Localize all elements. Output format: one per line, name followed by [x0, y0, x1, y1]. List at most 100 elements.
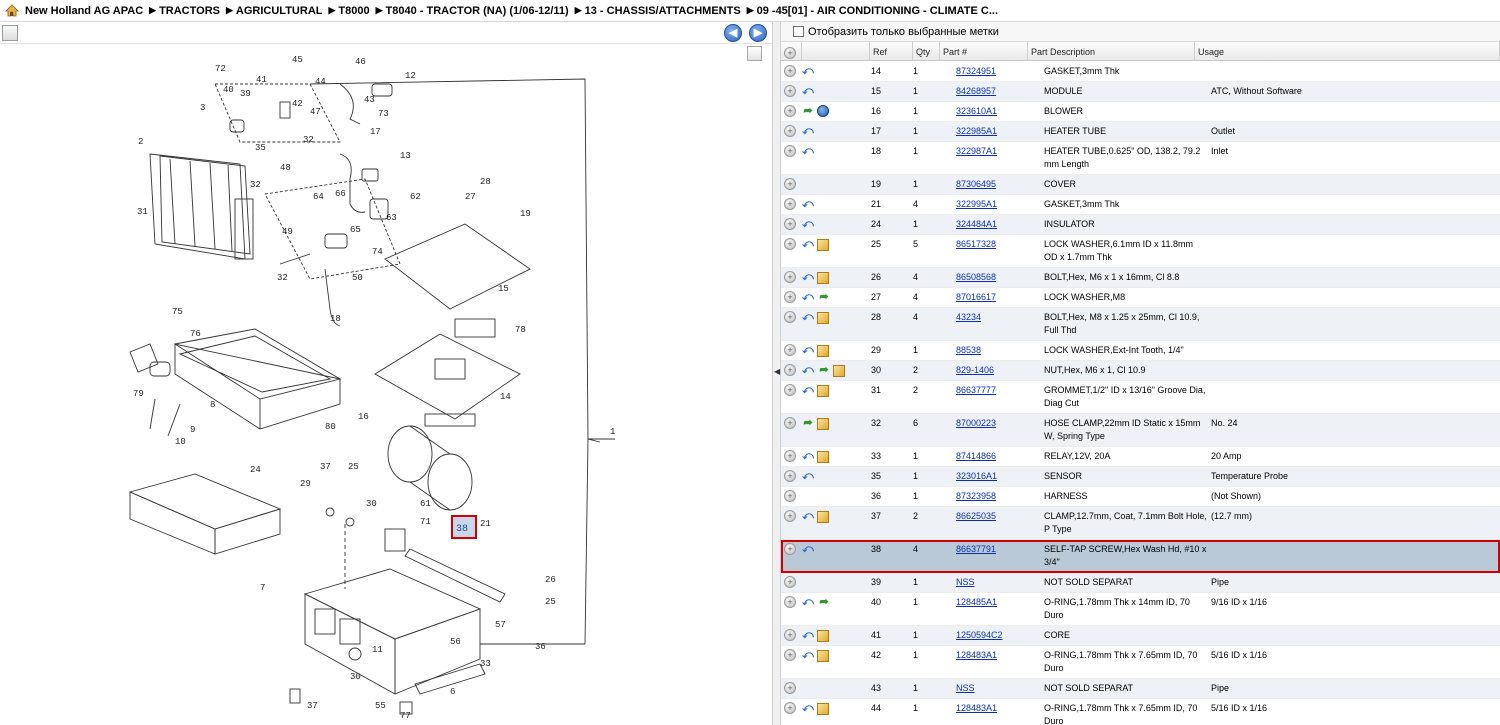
kit-box-icon[interactable] — [817, 345, 829, 357]
diagram-callout[interactable]: 28 — [480, 177, 491, 187]
diagram-callout[interactable]: 75 — [172, 307, 183, 317]
kit-box-icon[interactable] — [817, 703, 829, 715]
diagram-callout[interactable]: 27 — [465, 192, 476, 202]
substitute-arrow-icon[interactable]: ➦ — [803, 105, 813, 117]
expand-row-icon[interactable]: + — [784, 65, 796, 77]
replace-part-icon[interactable]: ⤺ — [802, 450, 814, 462]
diagram-callout[interactable]: 19 — [520, 209, 531, 219]
diagram-callout[interactable]: 24 — [250, 465, 261, 475]
diagram-callout[interactable]: 63 — [386, 213, 397, 223]
diagram-callout[interactable]: 33 — [480, 659, 491, 669]
diagram-callout[interactable]: 55 — [375, 701, 386, 711]
pane-splitter[interactable]: ◀ — [772, 22, 781, 725]
breadcrumb-item[interactable]: ▶AGRICULTURAL — [226, 5, 322, 17]
diagram-callout[interactable]: 80 — [325, 422, 336, 432]
substitute-arrow-icon[interactable]: ➦ — [819, 364, 829, 376]
diagram-callout[interactable]: 78 — [515, 325, 526, 335]
replace-part-icon[interactable]: ⤺ — [802, 238, 814, 250]
show-selected-checkbox[interactable] — [793, 26, 804, 37]
diagram-callout[interactable]: 43 — [364, 95, 375, 105]
replace-part-icon[interactable]: ⤺ — [802, 384, 814, 396]
header-qty[interactable]: Qty — [913, 42, 940, 60]
diagram-callout[interactable]: 18 — [330, 314, 341, 324]
expand-row-icon[interactable]: + — [784, 682, 796, 694]
diagram-callout[interactable]: 32 — [303, 135, 314, 145]
part-number-link[interactable]: 323610A1 — [956, 106, 998, 116]
part-number-link[interactable]: 87000223 — [956, 418, 997, 428]
diagram-callout[interactable]: 7 — [260, 583, 265, 593]
replace-part-icon[interactable]: ⤺ — [802, 125, 814, 137]
expand-row-icon[interactable]: + — [784, 596, 796, 608]
diagram-callout[interactable]: 49 — [282, 227, 293, 237]
expand-row-icon[interactable]: + — [784, 417, 796, 429]
expand-row-icon[interactable]: + — [784, 344, 796, 356]
diagram-callout[interactable]: 13 — [400, 151, 411, 161]
part-number-link[interactable]: 86637791 — [956, 544, 997, 554]
replace-part-icon[interactable]: ⤺ — [802, 510, 814, 522]
expand-row-icon[interactable]: + — [784, 450, 796, 462]
kit-box-icon[interactable] — [817, 239, 829, 251]
kit-box-icon[interactable] — [817, 650, 829, 662]
diagram-callout[interactable]: 41 — [256, 75, 267, 85]
part-number-link[interactable]: 87414866 — [956, 451, 997, 461]
prev-diagram-button[interactable]: ◀ — [724, 24, 742, 42]
info-globe-icon[interactable] — [817, 105, 829, 117]
header-usage[interactable]: Usage — [1195, 42, 1500, 60]
part-number-link[interactable]: 1250594C2 — [956, 630, 1003, 640]
part-number-link[interactable]: 322995A1 — [956, 199, 998, 209]
expand-row-icon[interactable]: + — [784, 510, 796, 522]
replace-part-icon[interactable]: ⤺ — [802, 198, 814, 210]
part-number-link[interactable]: NSS — [956, 683, 975, 693]
substitute-arrow-icon[interactable]: ➦ — [819, 596, 829, 608]
diagram-callout[interactable]: 77 — [400, 711, 411, 721]
diagram-callout[interactable]: 6 — [450, 687, 455, 697]
kit-box-icon[interactable] — [817, 418, 829, 430]
expand-row-icon[interactable]: + — [784, 702, 796, 714]
header-ref[interactable]: Ref — [870, 42, 913, 60]
kit-box-icon[interactable] — [817, 272, 829, 284]
part-number-link[interactable]: 86625035 — [956, 511, 997, 521]
diagram-callout[interactable]: 21 — [480, 519, 491, 529]
diagram-callout[interactable]: 46 — [355, 57, 366, 67]
diagram-callout[interactable]: 26 — [545, 575, 556, 585]
breadcrumb-item[interactable]: ▶TRACTORS — [149, 5, 220, 17]
breadcrumb-item[interactable]: ▶T8000 — [328, 5, 369, 17]
kit-box-icon[interactable] — [817, 451, 829, 463]
breadcrumb-item[interactable]: New Holland AG APAC — [25, 5, 143, 17]
expand-button[interactable] — [2, 25, 18, 41]
replace-part-icon[interactable]: ⤺ — [802, 65, 814, 77]
expand-row-icon[interactable]: + — [784, 178, 796, 190]
diagram-callout[interactable]: 64 — [313, 192, 324, 202]
replace-part-icon[interactable]: ⤺ — [802, 85, 814, 97]
expand-row-icon[interactable]: + — [784, 490, 796, 502]
diagram-callout[interactable]: 39 — [240, 89, 251, 99]
substitute-arrow-icon[interactable]: ➦ — [803, 417, 813, 429]
expand-row-icon[interactable]: + — [784, 470, 796, 482]
expand-row-icon[interactable]: + — [784, 543, 796, 555]
expand-row-icon[interactable]: + — [784, 85, 796, 97]
diagram-callout[interactable]: 35 — [255, 143, 266, 153]
diagram-checkbox[interactable] — [747, 46, 762, 61]
part-number-link[interactable]: 86517328 — [956, 239, 997, 249]
expand-row-icon[interactable]: + — [784, 384, 796, 396]
part-number-link[interactable]: 43234 — [956, 312, 982, 322]
diagram-callout[interactable]: 16 — [358, 412, 369, 422]
replace-part-icon[interactable]: ⤺ — [802, 218, 814, 230]
part-number-link[interactable]: 324484A1 — [956, 219, 998, 229]
diagram-callout[interactable]: 31 — [137, 207, 148, 217]
replace-part-icon[interactable]: ⤺ — [802, 271, 814, 283]
replace-part-icon[interactable]: ⤺ — [802, 702, 814, 714]
part-number-link[interactable]: 829-1406 — [956, 365, 995, 375]
expand-row-icon[interactable]: + — [784, 364, 796, 376]
replace-part-icon[interactable]: ⤺ — [802, 311, 814, 323]
kit-box-icon[interactable] — [817, 511, 829, 523]
